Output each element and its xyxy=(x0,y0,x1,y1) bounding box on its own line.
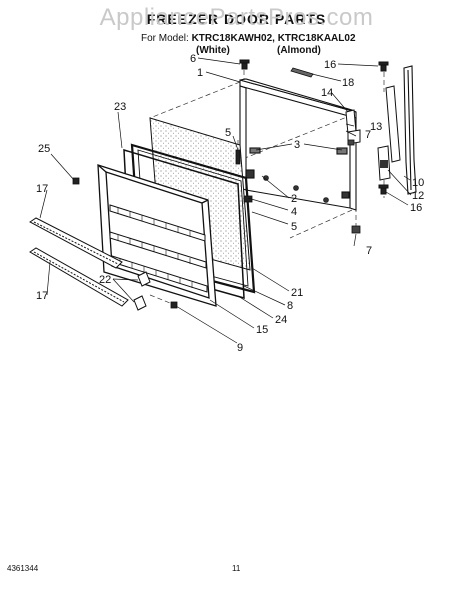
door-bar-top xyxy=(29,217,123,269)
screw-16-top xyxy=(378,61,389,72)
callout-16: 16 xyxy=(324,59,336,71)
callout-9: 9 xyxy=(237,342,243,354)
watermark: AppliancePartsPros.com xyxy=(99,4,374,31)
callout-numbers: 6 1 16 18 14 13 7 23 5 3 25 2 4 5 17 12 … xyxy=(36,53,424,354)
door-handle xyxy=(403,65,417,195)
callout-18: 18 xyxy=(342,77,354,89)
callout-17-bottom: 17 xyxy=(36,290,48,302)
model-numbers: KTRC18KAWH02, KTRC18KAAL02 xyxy=(191,33,356,44)
callout-23: 23 xyxy=(114,101,126,113)
callout-16-bottom: 16 xyxy=(410,202,422,214)
callout-10: 10 xyxy=(412,177,424,189)
callout-7-bottom: 7 xyxy=(366,245,372,257)
door-stop-tab xyxy=(290,67,314,78)
leader-lines xyxy=(39,57,412,344)
screw-6 xyxy=(239,59,250,70)
callout-3: 3 xyxy=(294,139,300,151)
callout-21: 21 xyxy=(291,287,303,299)
door-shelves xyxy=(109,204,208,293)
screw-25 xyxy=(72,177,80,185)
hinge-part xyxy=(345,109,357,135)
bushing-7 xyxy=(347,139,361,234)
callout-5-bottom: 5 xyxy=(291,221,297,233)
color-white-label: (White) xyxy=(196,45,230,56)
callout-1: 1 xyxy=(197,67,203,79)
callout-12: 12 xyxy=(412,190,424,202)
bar-end-cap xyxy=(133,295,147,311)
screw-16-bottom xyxy=(378,184,389,195)
model-label: For Model: xyxy=(141,33,189,44)
model-line: For Model: KTRC18KAWH02, KTRC18KAAL02 xyxy=(141,33,356,44)
color-almond-label: (Almond) xyxy=(277,45,321,56)
callout-14: 14 xyxy=(321,87,333,99)
callout-7-top: 7 xyxy=(365,129,371,141)
callout-15: 15 xyxy=(256,324,268,336)
callout-4: 4 xyxy=(291,206,297,218)
callout-13: 13 xyxy=(370,121,382,133)
callout-22: 22 xyxy=(99,274,111,286)
footer-part-number: 4361344 xyxy=(7,564,39,573)
callout-25: 25 xyxy=(38,143,50,155)
page-title: FREEZER DOOR PARTS xyxy=(146,11,327,27)
handle-clip xyxy=(380,160,388,168)
callout-5-top: 5 xyxy=(225,127,231,139)
screw-2 xyxy=(263,175,329,203)
callout-17-top: 17 xyxy=(36,183,48,195)
screw-9 xyxy=(170,301,178,309)
callout-2: 2 xyxy=(291,193,297,205)
footer-page-number: 11 xyxy=(232,564,241,573)
handle-rail xyxy=(385,85,401,163)
callout-6: 6 xyxy=(190,53,196,65)
bar-end-cap xyxy=(137,271,151,287)
door-bar-bottom xyxy=(29,247,129,307)
callout-24: 24 xyxy=(275,314,287,326)
callout-8: 8 xyxy=(287,300,293,312)
